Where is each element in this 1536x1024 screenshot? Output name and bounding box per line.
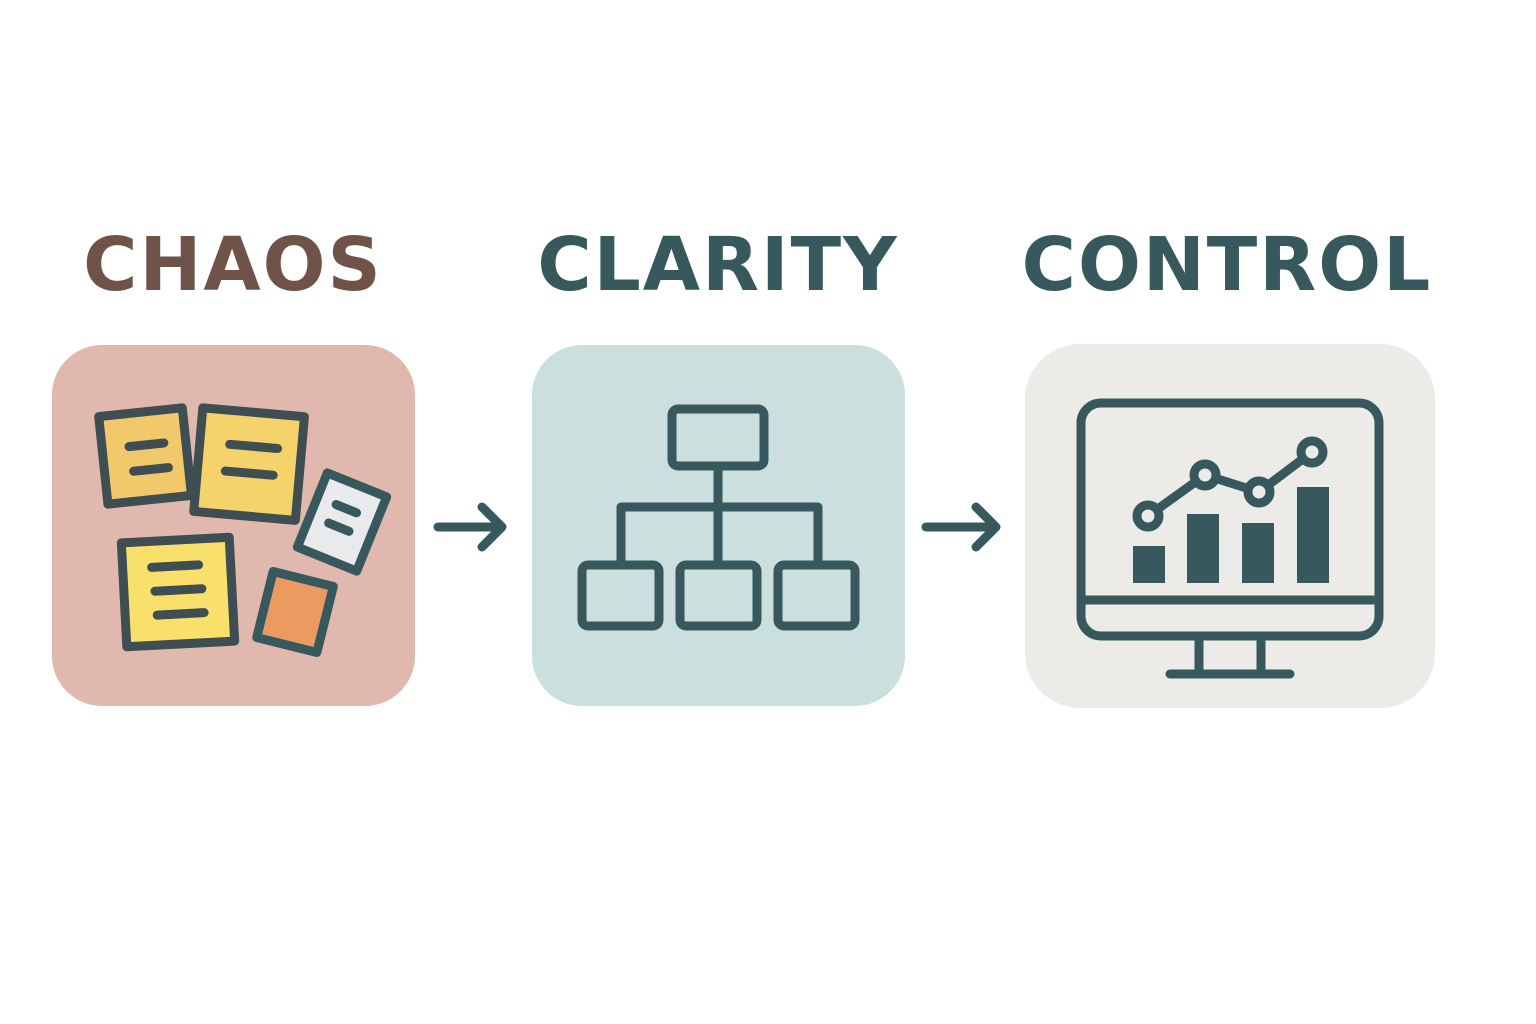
clarity-card xyxy=(532,345,905,706)
stage-title-control: CONTROL xyxy=(1022,222,1433,308)
sticky-notes-icon xyxy=(94,403,392,657)
stage-title-chaos: CHAOS xyxy=(83,222,383,308)
chaos-card xyxy=(52,345,415,706)
control-card xyxy=(1025,344,1435,708)
arrow-right-icon xyxy=(433,502,507,552)
monitor-chart-icon xyxy=(1076,398,1384,679)
arrow-right-icon xyxy=(921,502,1001,552)
org-chart-icon xyxy=(577,404,860,631)
stage-title-clarity: CLARITY xyxy=(537,222,898,308)
